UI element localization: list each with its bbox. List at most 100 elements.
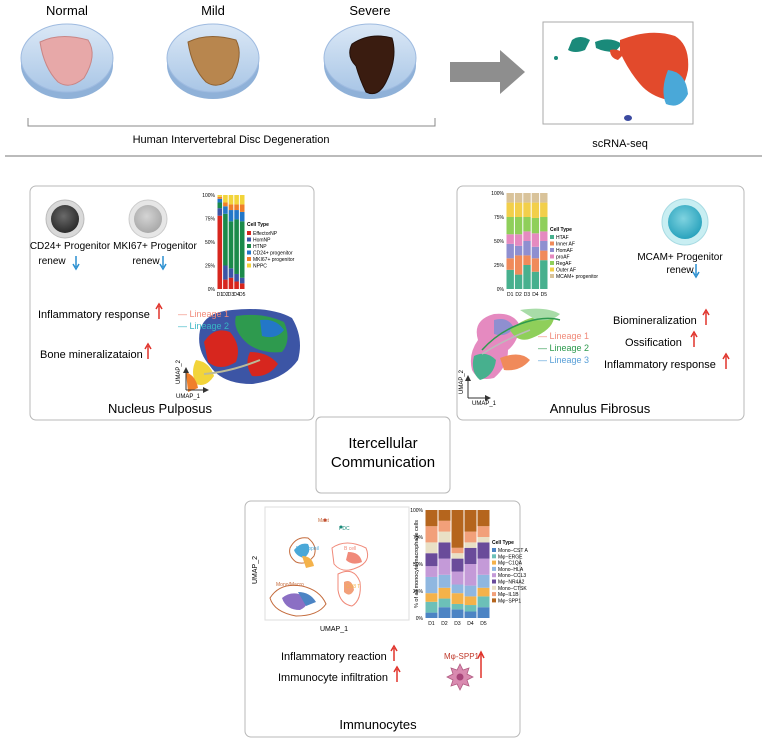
legend-label: HomAF <box>556 248 573 254</box>
category-label: D2 <box>515 292 522 298</box>
disc-normal <box>20 23 114 99</box>
bar-segment <box>531 202 540 218</box>
bar-segment <box>438 531 451 543</box>
tick-label: 50% <box>413 562 424 568</box>
bar-segment <box>234 204 239 211</box>
bar-segment <box>217 195 223 197</box>
legend-swatch <box>247 231 251 235</box>
af-legend-title: Cell Type <box>550 227 572 233</box>
imm-ylabel: % of all monocyte/macrophage cells <box>414 520 420 608</box>
legend-swatch <box>247 257 251 261</box>
legend-swatch <box>247 250 251 255</box>
imm-infiltration: Immunocyte infiltration <box>278 672 388 684</box>
bar-segment <box>477 542 490 559</box>
imm-umap2: UMAP_2 <box>252 556 259 584</box>
bracket-label: Human Intervertebral Disc Degeneration <box>133 134 330 146</box>
legend-label: Mono−CCL3 <box>498 573 526 579</box>
legend-swatch <box>492 560 496 565</box>
legend-label: EffectorNP <box>253 231 278 237</box>
imm-title: Immunocytes <box>339 717 417 732</box>
up-arrow-icon <box>722 352 730 369</box>
imm-inflammatory: Inflammatory reaction <box>281 651 387 663</box>
bar-segment <box>464 596 477 606</box>
legend-label: Mono−CTSK <box>498 586 527 592</box>
bar-segment <box>223 279 228 289</box>
category-label: D4 <box>233 292 240 298</box>
bar-segment <box>477 537 490 543</box>
legend-label: Inner AF <box>556 242 575 248</box>
bar-segment <box>477 558 490 575</box>
bar-segment <box>425 566 438 577</box>
category-label: D3 <box>228 292 235 298</box>
bar-segment <box>239 211 245 222</box>
bar-segment <box>438 607 451 618</box>
legend-label: HomNP <box>253 238 271 244</box>
cd24-renew: renew <box>38 256 66 267</box>
tick-label: 50% <box>205 240 216 246</box>
tick-label: 50% <box>494 239 505 245</box>
category-label: D5 <box>239 292 246 298</box>
bar-segment <box>228 210 234 222</box>
legend-label: Mφ−NR4A2 <box>498 580 525 586</box>
af-lineage3: — Lineage 3 <box>538 355 589 365</box>
bar-segment <box>506 217 514 235</box>
bar-segment <box>540 231 548 241</box>
up-arrow-icon <box>393 665 401 682</box>
mcam-renew: renew <box>666 265 694 276</box>
bar-segment <box>217 196 223 199</box>
bar-segment <box>451 609 464 618</box>
legend-label: HTAF <box>556 235 569 241</box>
up-arrow-icon <box>702 308 710 325</box>
bar-segment <box>506 202 514 217</box>
up-arrow-icon <box>390 644 398 661</box>
communication-panel <box>315 416 451 494</box>
cluster-label: Neutrophil <box>296 546 319 552</box>
af-inflammatory: Inflammatory response <box>604 359 716 371</box>
bar-segment <box>540 241 548 251</box>
bar-segment <box>438 520 451 532</box>
bar-segment <box>523 217 531 232</box>
legend-swatch <box>492 573 496 578</box>
bar-segment <box>228 277 234 289</box>
bar-segment <box>217 202 223 209</box>
legend-label: NPPC <box>253 264 267 270</box>
legend-swatch <box>492 554 496 559</box>
np-umap <box>186 309 300 392</box>
bar-segment <box>234 273 239 282</box>
tick-label: 25% <box>494 263 505 269</box>
af-title: Annulus Fibrosus <box>550 401 651 416</box>
stage-normal: Normal <box>46 3 88 18</box>
bar-segment <box>514 193 523 203</box>
bar-segment <box>438 587 451 599</box>
af-lineage2: — Lineage 2 <box>538 343 589 353</box>
communication-line1: Itercellular <box>348 435 417 452</box>
bar-segment <box>239 221 245 278</box>
legend-label: Mono−HLA <box>498 567 524 573</box>
disc-mild <box>166 23 260 99</box>
stage-severe: Severe <box>349 3 390 18</box>
bar-segment <box>234 195 239 205</box>
imm-legend-title: Cell Type <box>492 540 514 546</box>
bar-segment <box>514 255 523 275</box>
bar-segment <box>425 542 438 554</box>
cluster-label: B cell <box>344 546 356 552</box>
bar-segment <box>451 558 464 572</box>
stage-mild: Mild <box>201 3 225 18</box>
af-ossification: Ossification <box>625 337 682 349</box>
down-arrow-icon <box>692 264 700 279</box>
bar-segment <box>477 596 490 608</box>
category-label: D4 <box>532 292 539 298</box>
bar-segment <box>531 271 540 289</box>
bar-segment <box>223 202 228 207</box>
legend-label: CD24+ progenitor <box>253 251 293 257</box>
imm-umap <box>269 518 369 617</box>
bar-segment <box>506 234 514 244</box>
af-umap1: UMAP_1 <box>472 401 497 407</box>
bar-segment <box>477 510 490 527</box>
af-lineage1: — Lineage 1 <box>538 331 589 341</box>
up-arrow-icon <box>155 302 163 319</box>
bar-segment <box>531 217 540 234</box>
bar-segment <box>425 593 438 602</box>
